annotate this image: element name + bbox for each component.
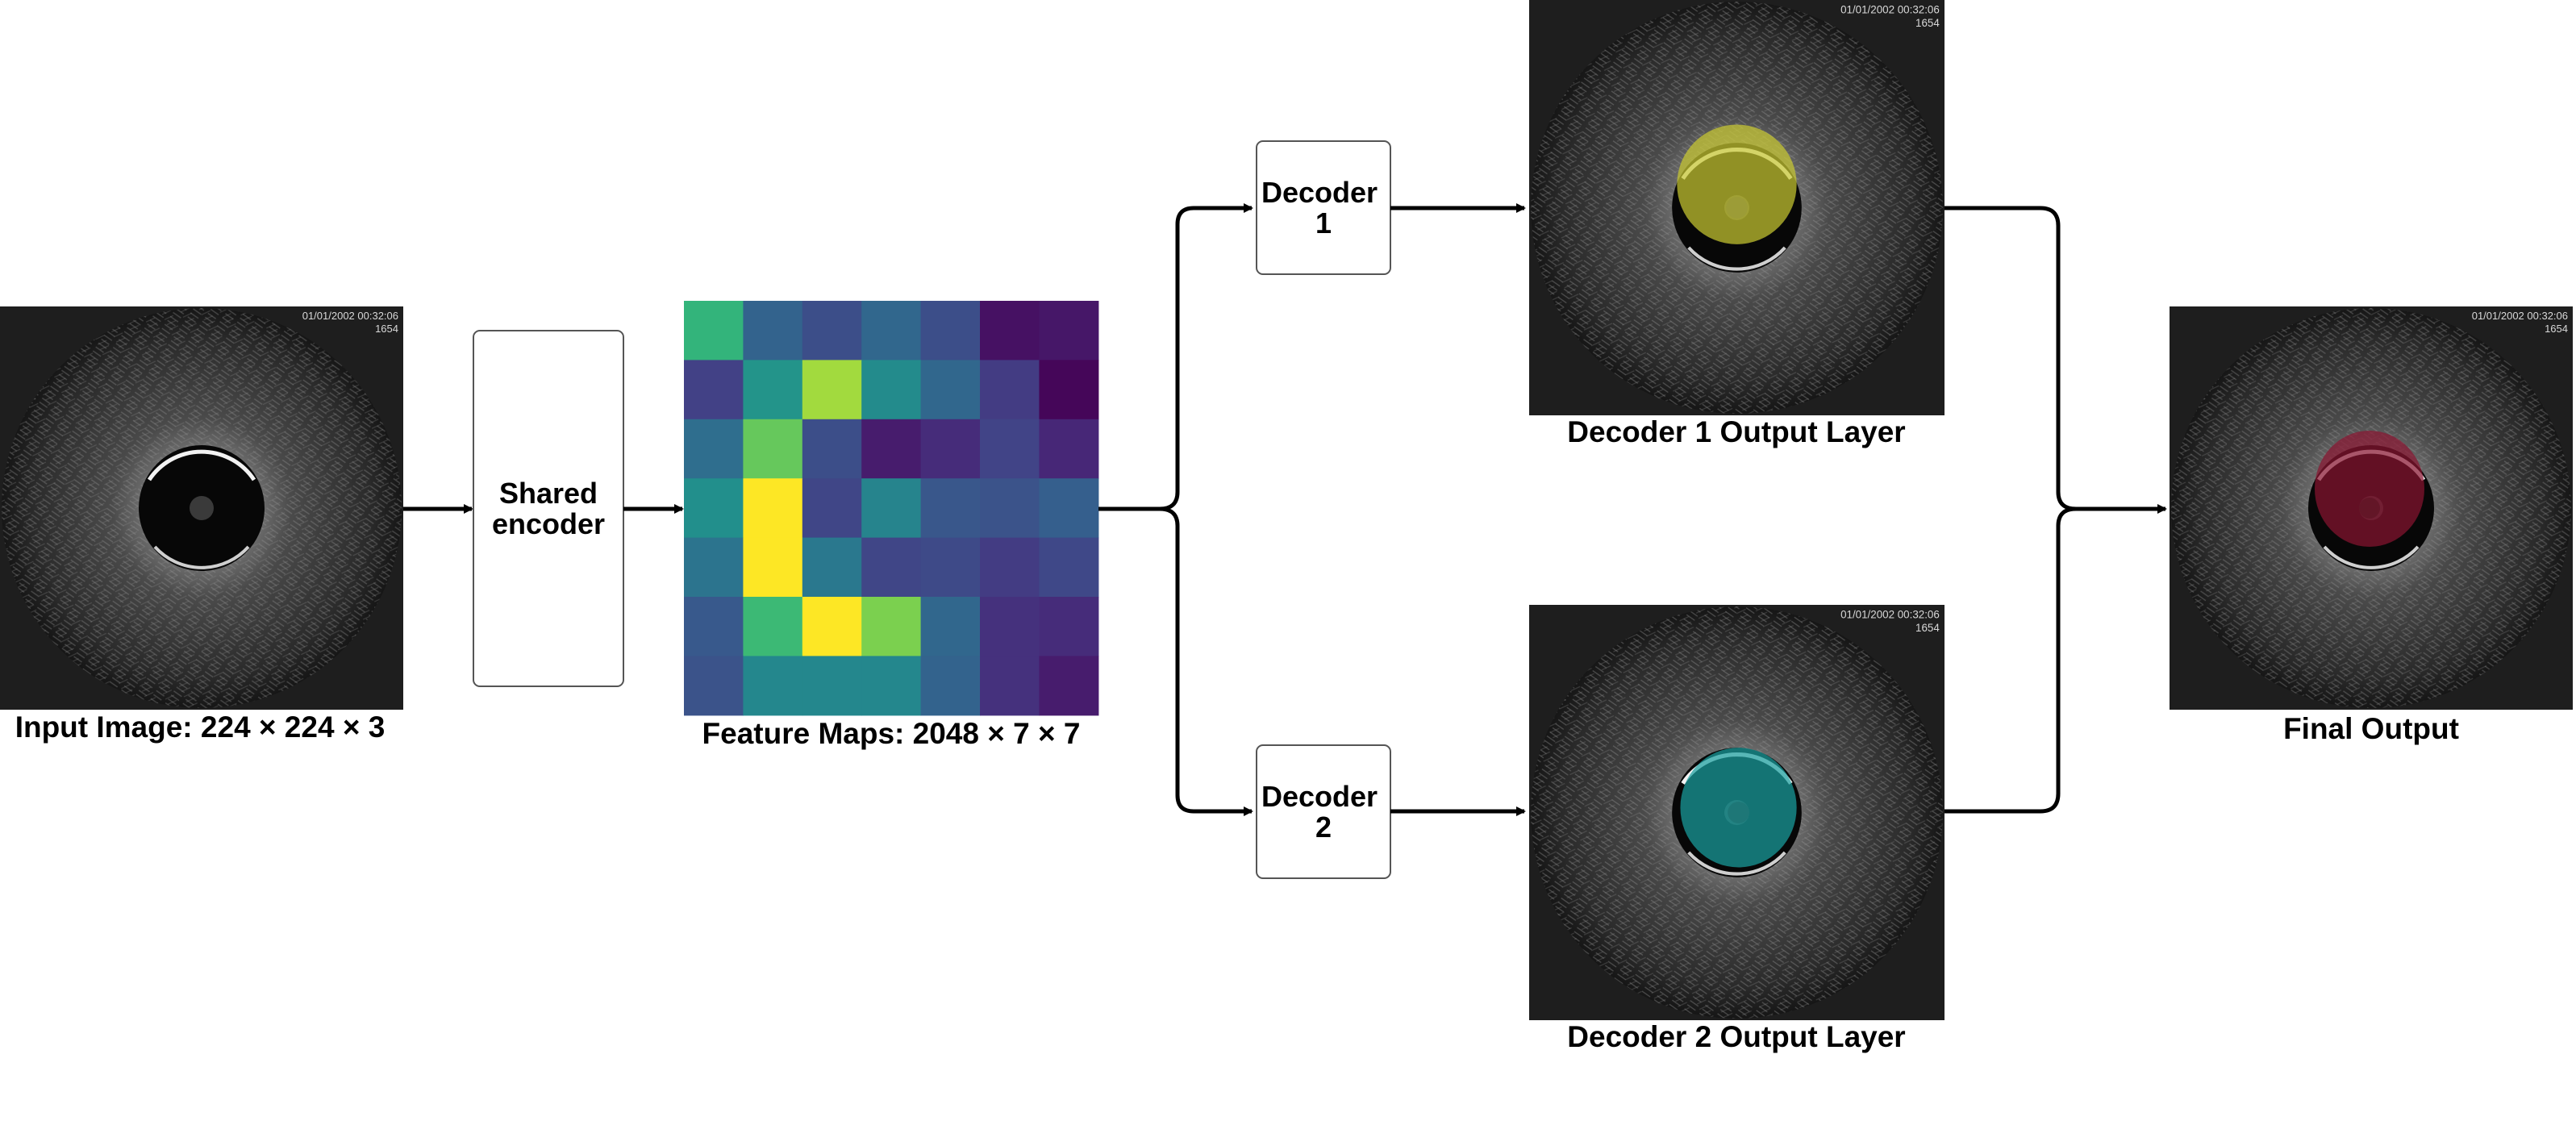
heatmap-cell [684, 656, 744, 716]
final-output-image: 01/01/2002 00:32:06 1654 [2170, 306, 2573, 710]
feature-maps-label: Feature Maps: 2048 × 7 × 7 [702, 717, 1081, 750]
heatmap-cell [684, 478, 744, 539]
heatmap-cell [802, 301, 862, 360]
date-stamp: 01/01/2002 00:32:06 [2472, 310, 2568, 322]
decoder1-segmentation-overlay [1677, 124, 1797, 244]
heatmap-cell [684, 537, 744, 598]
heatmap-cell [802, 656, 862, 716]
decoder1-output-image: 01/01/2002 00:32:06 1654 [1529, 0, 1945, 415]
shared-encoder-box: Shared encoder [473, 330, 624, 687]
heatmap-cell [861, 419, 922, 479]
decoder2-output-label: Decoder 2 Output Layer [1567, 1020, 1905, 1053]
frame-id: 1654 [1915, 17, 1940, 29]
heatmap-cell [980, 360, 1040, 420]
heatmap-cell [684, 360, 744, 420]
heatmap-cell [861, 597, 922, 656]
branch-to-decoders [1098, 203, 1253, 511]
heatmap-cell [861, 656, 922, 716]
merge-from-decoder2 [1945, 506, 2077, 814]
decoder2-label-line2: 2 [1315, 811, 1332, 844]
heatmap-cell [1039, 301, 1099, 360]
heatmap-cell [802, 597, 862, 656]
merge-from-decoder1 [1945, 206, 2167, 514]
date-stamp: 01/01/2002 00:32:06 [1840, 3, 1940, 15]
heatmap-cell [980, 537, 1040, 598]
heatmap-cell [980, 597, 1040, 656]
heatmap-cell [1039, 419, 1099, 479]
heatmap-cell [802, 478, 862, 539]
heatmap-cell [861, 537, 922, 598]
date-stamp: 01/01/2002 00:32:06 [302, 310, 398, 322]
heatmap-cell [920, 537, 981, 598]
heatmap-cell [743, 360, 803, 420]
heatmap-cell [743, 656, 803, 716]
frame-id: 1654 [1915, 622, 1940, 634]
heatmap-cell [802, 537, 862, 598]
encoder-label-line1: Shared [499, 477, 598, 510]
date-stamp: 01/01/2002 00:32:06 [1840, 608, 1940, 620]
heatmap-cell [920, 597, 981, 656]
input-ultrasound-image: 01/01/2002 00:32:06 1654 [0, 306, 403, 710]
heatmap-cell [1039, 360, 1099, 420]
heatmap-cell [743, 597, 803, 656]
heatmap-cell [920, 301, 981, 360]
feature-maps-heatmap [684, 301, 1099, 716]
heatmap-cell [980, 301, 1040, 360]
heatmap-cell [684, 301, 744, 360]
heatmap-cell [743, 301, 803, 360]
heatmap-cell [1039, 537, 1099, 598]
decoder1-label-line2: 1 [1315, 206, 1332, 240]
heatmap-cell [743, 478, 803, 539]
decoder2-output-image: 01/01/2002 00:32:06 1654 [1529, 605, 1945, 1020]
encoder-label-line2: encoder [492, 507, 605, 540]
heatmap-cell [920, 419, 981, 479]
decoder-2-box: Decoder 2 [1256, 744, 1391, 879]
heatmap-cell [861, 301, 922, 360]
heatmap-cell [861, 478, 922, 539]
final-output-label: Final Output [2283, 712, 2459, 745]
heatmap-cell [861, 360, 922, 420]
heatmap-cell [920, 478, 981, 539]
input-image-label: Input Image: 224 × 224 × 3 [15, 711, 386, 744]
heatmap-cell [743, 537, 803, 598]
frame-id: 1654 [375, 323, 398, 335]
heatmap-cell [743, 419, 803, 479]
heatmap-cell [980, 419, 1040, 479]
decoder2-label-line1: Decoder [1261, 780, 1378, 813]
heatmap-cell [1039, 597, 1099, 656]
heatmap-cell [920, 656, 981, 716]
branch-to-decoder2 [1159, 506, 1253, 816]
heatmap-cell [980, 656, 1040, 716]
heatmap-cell [1039, 656, 1099, 716]
decoder1-label-line1: Decoder [1261, 176, 1378, 209]
heatmap-cell [684, 597, 744, 656]
frame-id: 1654 [2545, 323, 2568, 335]
heatmap-cell [980, 478, 1040, 539]
heatmap-cell [802, 360, 862, 420]
decoder1-output-label: Decoder 1 Output Layer [1567, 415, 1905, 448]
heatmap-cell [684, 419, 744, 479]
heatmap-cell [1039, 478, 1099, 539]
decoder-1-box: Decoder 1 [1256, 140, 1391, 275]
heatmap-cell [802, 419, 862, 479]
heatmap-cell [920, 360, 981, 420]
final-segmentation-overlay [2315, 431, 2424, 547]
